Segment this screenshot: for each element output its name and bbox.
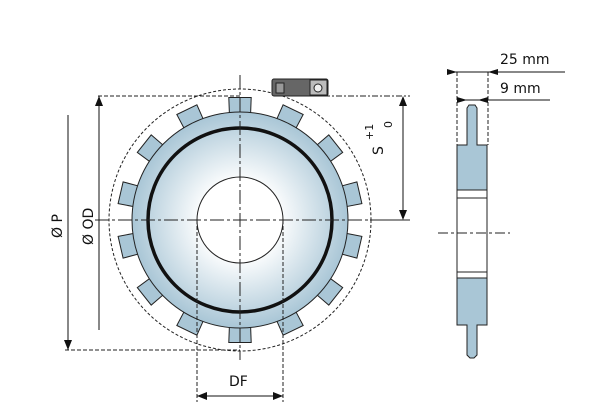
s-plus-label: +1 [363,124,376,140]
sensor-icon [271,78,329,97]
side-view: 25 mm 9 mm [438,52,565,359]
width-total-label: 25 mm [500,52,550,68]
s-label: S [371,146,387,155]
p-label: Ø P [50,214,66,238]
df-label: DF [229,374,248,390]
od-label: Ø OD [81,208,97,245]
s-minus-label: 0 [382,121,395,128]
width-web-label: 9 mm [500,81,541,97]
